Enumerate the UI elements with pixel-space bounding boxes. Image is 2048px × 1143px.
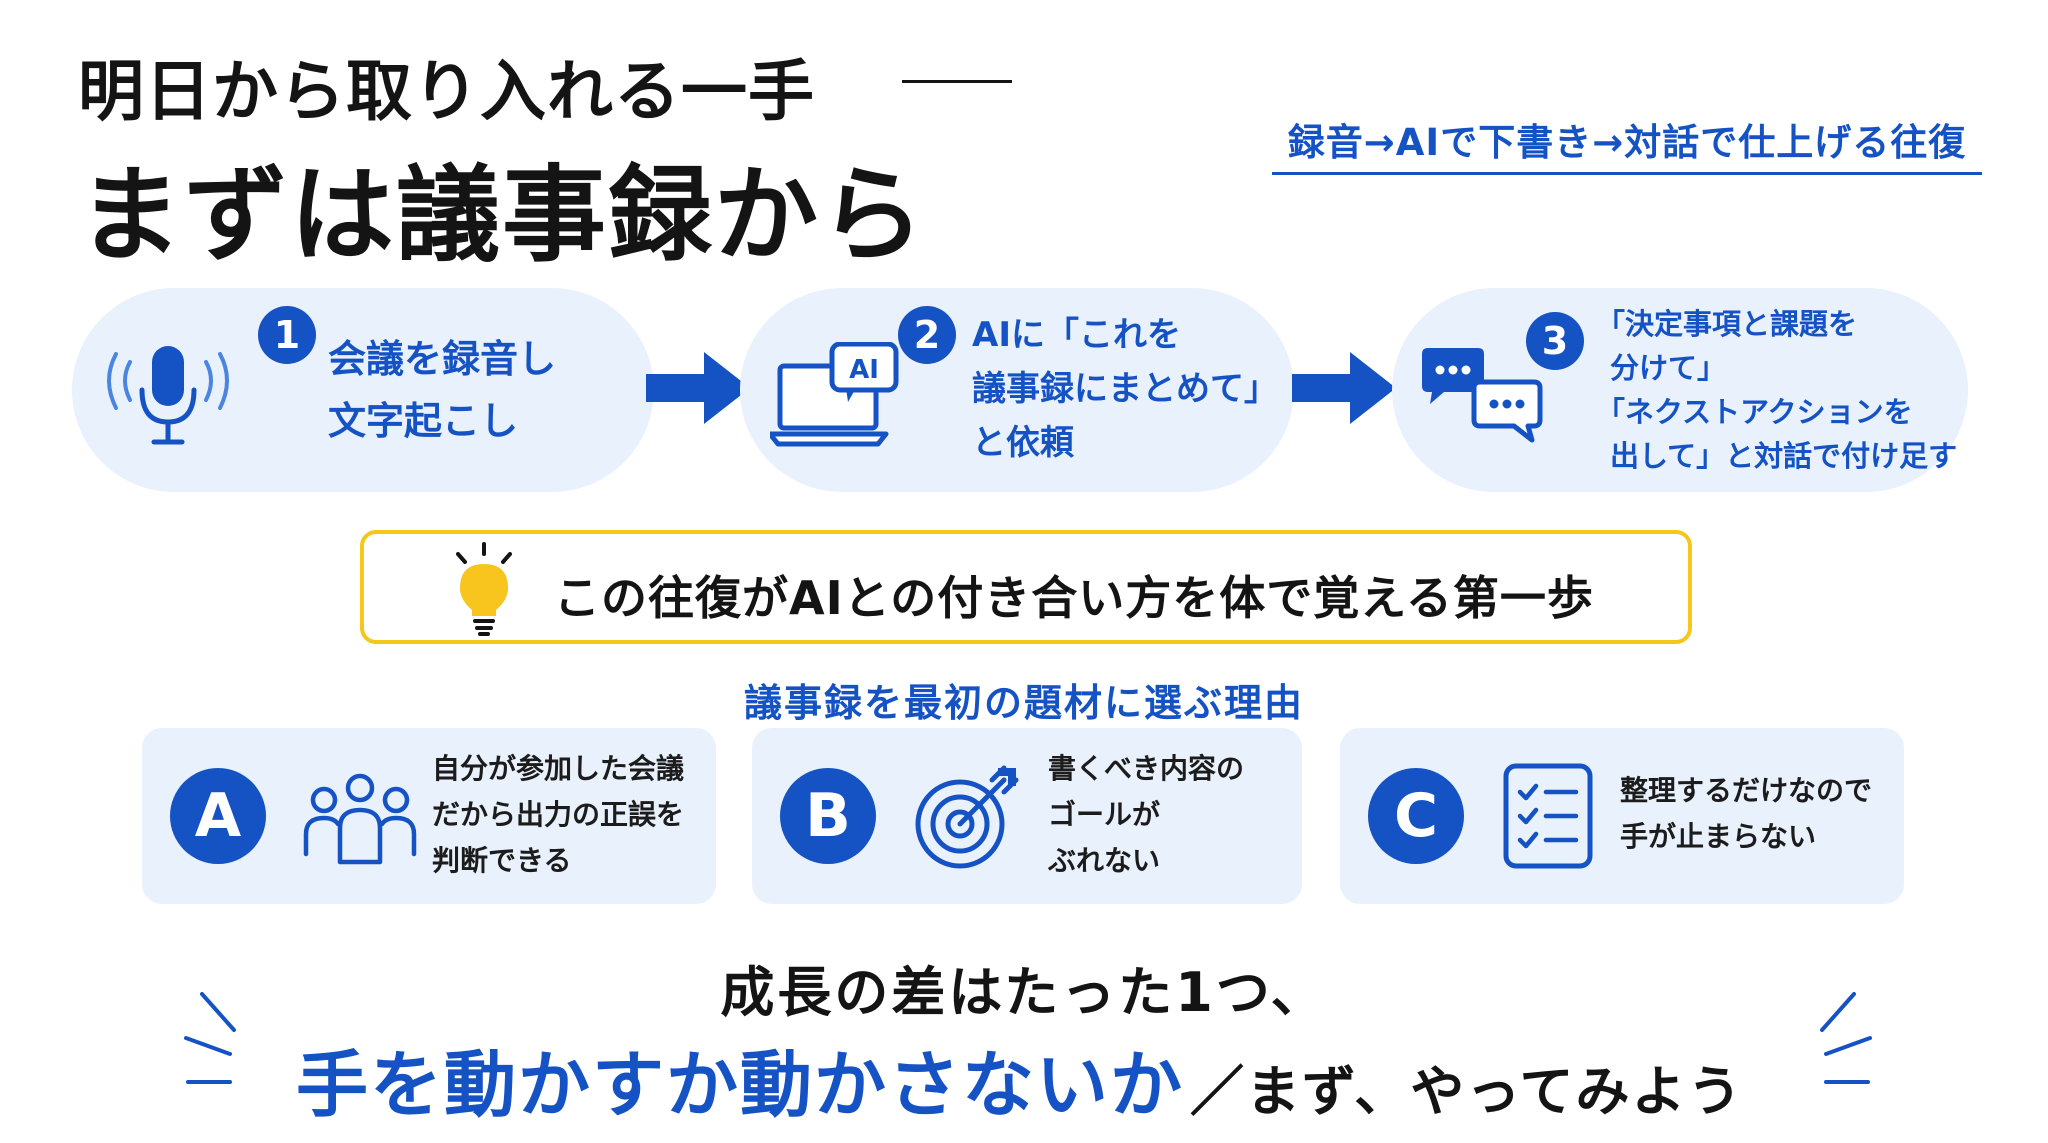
arrow-right-icon bbox=[646, 352, 750, 424]
reason-text-line: 書くべき内容の bbox=[1048, 752, 1245, 785]
reason-text-line: ぶれない bbox=[1048, 844, 1161, 877]
emphasis-lines-right-icon bbox=[1820, 992, 1872, 1084]
step-3-text: 「決定事項と課題を 分けて」 「ネクストアクションを 出して」と対話で付け足す bbox=[1596, 302, 1957, 478]
step-text-line: AIに「これを bbox=[972, 315, 1181, 355]
reason-card-a: A 自分が参加した会議 だから出力の正誤を 判断できる bbox=[142, 728, 716, 904]
subtitle: 録音→AIで下書き→対話で仕上げる往復 bbox=[1287, 121, 1967, 164]
page-title-line1: 明日から取り入れる一手 bbox=[78, 53, 815, 130]
step-text-line: と依頼 bbox=[972, 423, 1074, 463]
reason-b-text: 書くべき内容の ゴールが ぶれない bbox=[1048, 746, 1244, 884]
reason-letter-badge: A bbox=[170, 768, 266, 864]
closing-line2: 手を動かすか動かさないか／まず、やってみよう bbox=[296, 1026, 1744, 1131]
closing-line1: 成長の差はたった1つ、 bbox=[720, 961, 1328, 1024]
lightbulb-icon bbox=[456, 542, 512, 636]
laptop-ai-icon: AI bbox=[770, 342, 899, 447]
reason-text-line: 判断できる bbox=[432, 844, 572, 877]
emphasis-lines-left-icon bbox=[184, 992, 236, 1084]
closing-emphasis: 手を動かすか動かさないか bbox=[296, 1043, 1185, 1127]
step-text-line: 会議を録音し bbox=[328, 337, 557, 381]
people-icon bbox=[303, 773, 417, 865]
step-2-panel: AI 2 AIに「これを 議事録にまとめて」 と依頼 bbox=[740, 288, 1294, 492]
step-text-line: 「ネクストアクションを bbox=[1596, 395, 1913, 429]
reason-a-text: 自分が参加した会議 だから出力の正誤を 判断できる bbox=[432, 746, 684, 884]
step-text-line: 文字起こし bbox=[328, 399, 519, 443]
reason-c-text: 整理するだけなので 手が止まらない bbox=[1620, 768, 1872, 860]
step-text-line: 出して」と対話で付け足す bbox=[1610, 439, 1958, 473]
target-icon bbox=[915, 765, 1019, 869]
title-dash bbox=[902, 80, 1012, 83]
highlight-box: この往復がAIとの付き合い方を体で覚える第一歩 bbox=[360, 530, 1692, 644]
highlight-text: この往復がAIとの付き合い方を体で覚える第一歩 bbox=[554, 571, 1594, 625]
step-1-text: 会議を録音し 文字起こし bbox=[328, 328, 556, 452]
step-2-text: AIに「これを 議事録にまとめて」 と依頼 bbox=[972, 308, 1278, 470]
reason-text-line: 整理するだけなので bbox=[1620, 774, 1873, 807]
step-text-line: 議事録にまとめて」 bbox=[972, 369, 1278, 409]
reason-text-line: ゴールが bbox=[1048, 798, 1161, 831]
step-number-badge: 3 bbox=[1526, 312, 1584, 370]
checklist-icon bbox=[1503, 763, 1593, 869]
chat-bubbles-icon bbox=[1422, 348, 1543, 443]
page-title-line2: まずは議事録から bbox=[78, 154, 927, 276]
reason-card-b: B 書くべき内容の ゴールが ぶれない bbox=[752, 728, 1302, 904]
reason-card-c: C 整理するだけなので 手が止まらない bbox=[1340, 728, 1904, 904]
subtitle-underline bbox=[1272, 172, 1982, 175]
reason-letter-badge: C bbox=[1368, 768, 1464, 864]
step-3-panel: 3 「決定事項と課題を 分けて」 「ネクストアクションを 出して」と対話で付け足… bbox=[1392, 288, 1968, 492]
reason-text-line: だから出力の正誤を bbox=[432, 798, 685, 831]
step-number-badge: 1 bbox=[258, 306, 316, 364]
closing-rest: ／まず、やってみよう bbox=[1190, 1060, 1744, 1123]
laptop-ai-label: AI bbox=[849, 355, 879, 385]
step-1-panel: 1 会議を録音し 文字起こし bbox=[72, 288, 654, 492]
reasons-heading: 議事録を最初の題材に選ぶ理由 bbox=[743, 681, 1304, 725]
microphone-icon bbox=[107, 346, 229, 445]
reason-letter-badge: B bbox=[780, 768, 876, 864]
reason-text-line: 手が止まらない bbox=[1620, 820, 1817, 853]
step-text-line: 分けて」 bbox=[1610, 351, 1727, 385]
arrow-right-icon bbox=[1292, 352, 1396, 424]
reason-text-line: 自分が参加した会議 bbox=[432, 752, 685, 785]
step-text-line: 「決定事項と課題を bbox=[1596, 307, 1858, 341]
step-number-badge: 2 bbox=[898, 306, 956, 364]
